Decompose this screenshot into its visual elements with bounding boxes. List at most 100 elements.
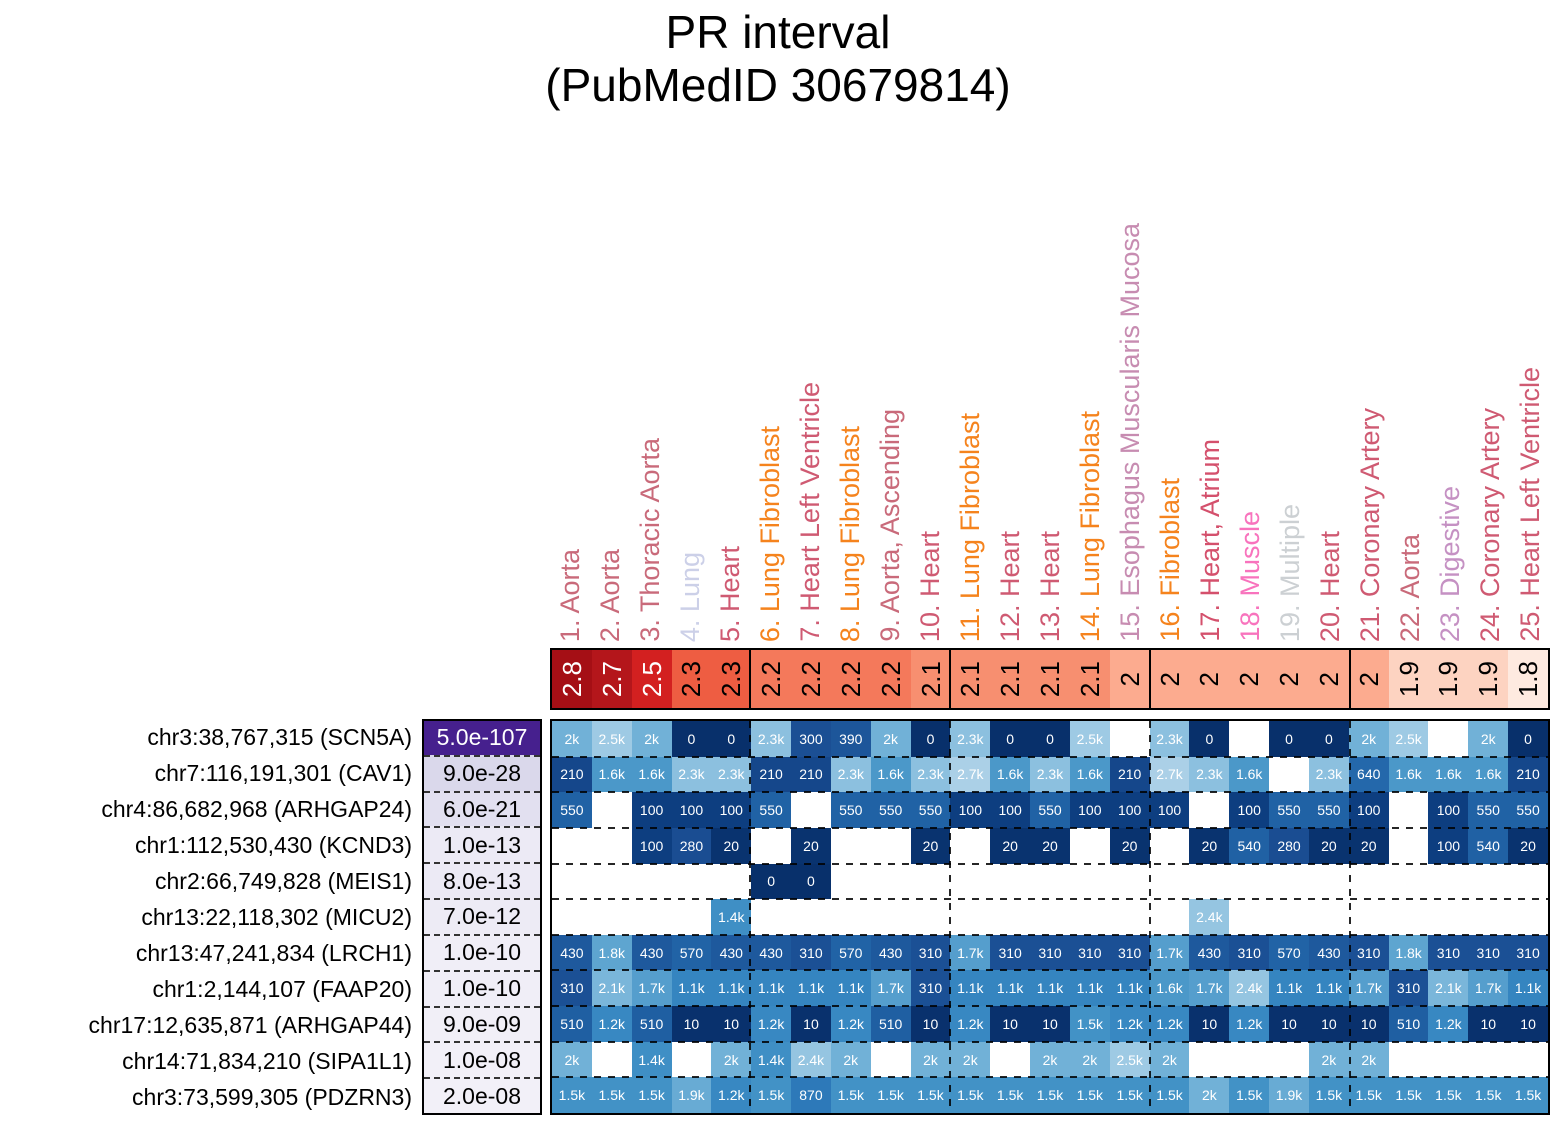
- heatmap-cell: 1.5k: [910, 1077, 951, 1113]
- heatmap-cell: 280: [671, 827, 712, 864]
- column-label-slot: 16. Fibroblast: [1150, 478, 1190, 642]
- heatmap-cell: 1.6k: [591, 756, 632, 793]
- heatmap-cell: 550: [1030, 792, 1070, 828]
- column-label: 22. Aorta: [1394, 533, 1425, 642]
- heatmap-cell: 1.1k: [990, 970, 1031, 1007]
- heatmap-cell: 550: [830, 792, 871, 828]
- heatmap-cell: [870, 863, 911, 900]
- heatmap-cell: 310: [1030, 934, 1070, 971]
- column-label-slot: 4. Lung: [670, 552, 710, 642]
- chart-title-block: PR interval (PubMedID 30679814): [278, 6, 1278, 112]
- heatmap-cell: 10: [990, 1006, 1031, 1042]
- heatmap-cell: 2k: [1069, 1041, 1110, 1078]
- heatmap-cell: 1.5k: [552, 1077, 592, 1113]
- column-label-slot: 18. Muscle: [1230, 511, 1270, 642]
- score-strip-tick: [1149, 650, 1151, 708]
- heatmap-cell: 1.5k: [1030, 1077, 1070, 1113]
- heatmap-cell: 20: [1189, 827, 1230, 864]
- dashed-horizontal-gridline: [552, 826, 1548, 829]
- heatmap-cell: [552, 899, 592, 935]
- heatmap-cell: 2k: [1308, 1041, 1349, 1078]
- heatmap-cell: 20: [1030, 827, 1070, 864]
- score-cell: 2.1: [950, 650, 991, 708]
- heatmap-cell: 1.8k: [1388, 934, 1429, 971]
- heatmap-cell: 1.2k: [1149, 1006, 1190, 1042]
- column-label: 2. Aorta: [594, 548, 625, 642]
- heatmap-cell: 0: [671, 721, 712, 757]
- heatmap-cell: 2.3k: [910, 756, 951, 793]
- row-label: chr2:66,749,828 (MEIS1): [155, 868, 412, 894]
- column-label: 12. Heart: [994, 530, 1025, 642]
- heatmap-cell: 100: [1428, 792, 1469, 828]
- heatmap-cell: [1069, 827, 1110, 864]
- chart-subtitle: (PubMedID 30679814): [545, 58, 1011, 111]
- heatmap-cell: 2k: [830, 1041, 871, 1078]
- heatmap-cell: [870, 827, 911, 864]
- heatmap-cell: 2k: [631, 721, 672, 757]
- heatmap-cell: [1388, 899, 1429, 935]
- heatmap-cell: 1.1k: [791, 970, 831, 1007]
- heatmap-cell: [1269, 1041, 1309, 1078]
- heatmap-cell: 2.5k: [1388, 721, 1429, 757]
- column-label: 23. Digestive: [1434, 485, 1465, 642]
- heatmap-cell: [1508, 863, 1548, 900]
- heatmap-cell: [1269, 756, 1309, 793]
- heatmap-cell: 20: [791, 827, 831, 864]
- heatmap-cell: 1.5k: [950, 1077, 991, 1113]
- pvalue-cell: 8.0e-13: [424, 862, 540, 899]
- heatmap-cell: 1.2k: [1428, 1006, 1469, 1042]
- heatmap-cell: 1.1k: [751, 970, 792, 1007]
- heatmap-cell: 210: [1508, 756, 1548, 793]
- heatmap-cell: [1149, 863, 1190, 900]
- heatmap-cell: 2k: [1468, 721, 1509, 757]
- score-cell: 2: [1109, 650, 1150, 708]
- column-label-slot: 5. Heart: [710, 546, 750, 642]
- heatmap-cell: 0: [711, 721, 752, 757]
- heatmap-cell: [711, 863, 752, 900]
- heatmap-cell: 1.1k: [1269, 970, 1309, 1007]
- heatmap-cell: 1.7k: [1149, 934, 1190, 971]
- heatmap-cell: 1.7k: [1348, 970, 1389, 1007]
- heatmap-cell: [990, 863, 1031, 900]
- score-cell: 2: [1309, 650, 1349, 708]
- heatmap-cell: 100: [1229, 792, 1270, 828]
- heatmap-cell: 1.2k: [950, 1006, 991, 1042]
- column-label-slot: 24. Coronary Artery: [1470, 408, 1510, 642]
- score-value: 2.5: [636, 660, 667, 698]
- heatmap-cell: 1.7k: [950, 934, 991, 971]
- pvalue-cell: 9.0e-28: [424, 754, 540, 791]
- heatmap-cell: [1189, 863, 1230, 900]
- heatmap-cell: 100: [1109, 792, 1150, 828]
- heatmap-cell: 10: [1348, 1006, 1389, 1042]
- heatmap-cell: 2k: [950, 1041, 991, 1078]
- heatmap-cell: 1.5k: [1428, 1077, 1469, 1113]
- heatmap-cell: 2.4k: [791, 1041, 831, 1078]
- heatmap-cell: 1.1k: [1308, 970, 1349, 1007]
- heatmap-cell: 10: [791, 1006, 831, 1042]
- score-cell: 2.1: [910, 650, 951, 708]
- score-cell: 2: [1189, 650, 1230, 708]
- heatmap-cell: 570: [830, 934, 871, 971]
- dashed-vertical-gridline: [749, 721, 751, 1113]
- column-label-slot: 3. Thoracic Aorta: [630, 438, 670, 642]
- heatmap-cell: 2k: [1348, 1041, 1389, 1078]
- heatmap-cell: 1.8k: [591, 934, 632, 971]
- score-cell: 1.8: [1508, 650, 1549, 708]
- heatmap-cell: [631, 899, 672, 935]
- heatmap-cell: [870, 1041, 911, 1078]
- column-label-slot: 21. Coronary Artery: [1350, 408, 1390, 642]
- heatmap-cell: [1428, 1041, 1469, 1078]
- heatmap-cell: 550: [910, 792, 951, 828]
- heatmap-cell: 210: [791, 756, 831, 793]
- column-label: 5. Heart: [714, 545, 745, 642]
- heatmap-cell: 1.1k: [1508, 970, 1548, 1007]
- score-cell: 2.5: [631, 650, 672, 708]
- heatmap-cell: 100: [711, 792, 752, 828]
- row-label: chr1:2,144,107 (FAAP20): [152, 976, 412, 1002]
- score-value: 1.9: [1393, 660, 1424, 698]
- heatmap-cell: [591, 899, 632, 935]
- heatmap-cell: 2.4k: [1229, 970, 1270, 1007]
- heatmap-cell: 10: [671, 1006, 712, 1042]
- dashed-vertical-gridline: [1349, 721, 1351, 1113]
- heatmap-cell: 1.1k: [711, 970, 752, 1007]
